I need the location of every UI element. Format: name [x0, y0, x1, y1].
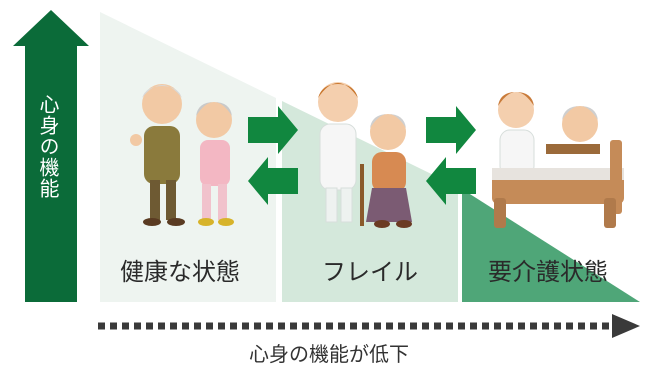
- arrow-right-healthy-to-frailty: [248, 106, 298, 154]
- arrow-left-frailty-to-healthy: [248, 157, 298, 205]
- horizontal-axis-arrow: [98, 314, 640, 338]
- elderly-couple-walking-icon: [130, 84, 234, 226]
- stage-healthy-zone: [100, 12, 276, 302]
- caregiver-supporting-elder-icon: [318, 82, 412, 228]
- stage-label-frailty: フレイル: [322, 258, 418, 286]
- stage-label-care: 要介護状態: [488, 258, 608, 286]
- vertical-axis-label: 心身の機能: [36, 94, 60, 199]
- caregiver-bed-care-icon: [492, 92, 624, 228]
- vertical-axis-arrow: [13, 10, 89, 302]
- stage-care-zone: [462, 189, 640, 302]
- arrow-right-frailty-to-care: [426, 106, 476, 154]
- arrow-left-care-to-frailty: [426, 157, 476, 205]
- horizontal-axis-label: 心身の機能が低下: [249, 342, 409, 366]
- stage-label-healthy: 健康な状態: [120, 258, 240, 286]
